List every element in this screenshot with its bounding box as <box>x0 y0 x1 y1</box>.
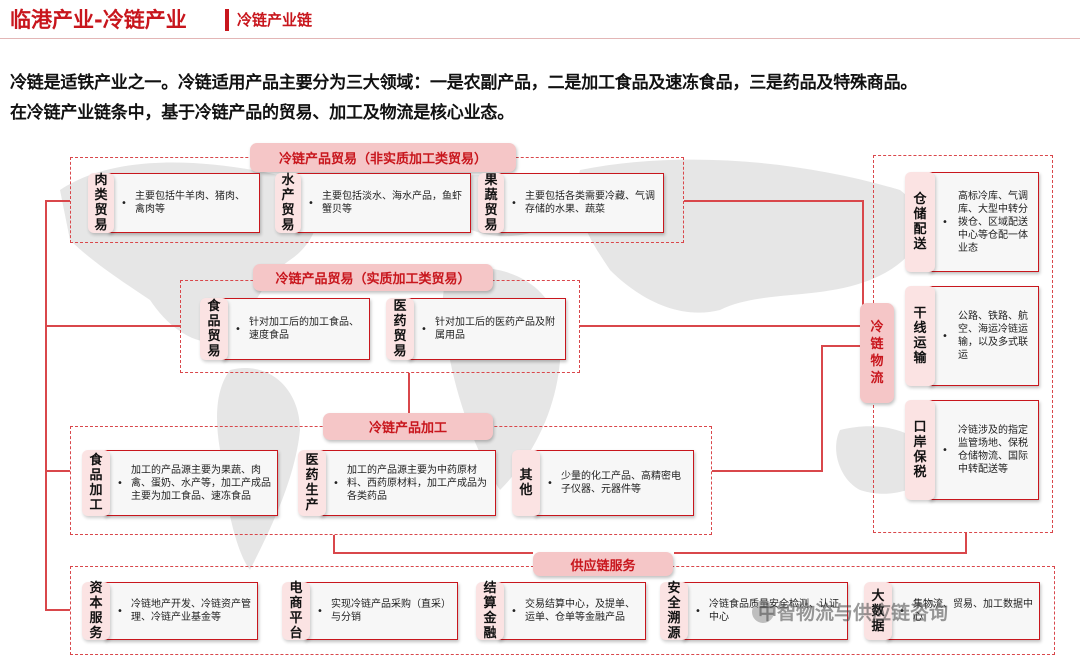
item-label: 安全溯源 <box>660 581 688 641</box>
title-divider <box>225 9 229 31</box>
section-title-processing: 冷链产品加工 <box>323 413 493 440</box>
connector-line <box>712 470 822 472</box>
header-rule <box>0 38 1080 39</box>
connector-line <box>333 535 335 553</box>
connector-line <box>45 470 70 472</box>
connector-line <box>862 200 864 305</box>
item-label: 果蔬贸易 <box>478 173 504 233</box>
item-medicine-production: 医药生产 •加工的产品源主要为中药原材料、西药原材料，加工产成品为各类药品 <box>298 450 496 516</box>
item-label: 电商平台 <box>282 581 310 641</box>
item-label: 资本服务 <box>82 581 110 641</box>
item-big-data: 大数据 •集物流、贸易、加工数据中心 <box>864 582 1040 640</box>
connector-line <box>45 325 180 327</box>
item-trunk-transport: 干线运输 •公路、铁路、航空、海运冷链运输，以及多式联运 <box>905 286 1039 386</box>
connector-line <box>674 552 966 554</box>
connector-line <box>684 200 864 202</box>
item-food-trade: 食品贸易 •针对加工后的加工食品、速度食品 <box>200 298 370 360</box>
item-safety-traceability: 安全溯源 •冷链食品质量安全检测、认证中心 <box>660 581 848 641</box>
page-title: 临港产业-冷链产业 <box>10 8 187 32</box>
connector-line <box>821 345 823 472</box>
section-title-trade-substantive: 冷链产品贸易（实质加工类贸易） <box>253 264 493 291</box>
wechat-icon <box>752 601 774 623</box>
item-description: •主要包括牛羊肉、猪肉、禽肉等 <box>108 173 260 233</box>
item-label: 结算金融 <box>476 581 504 641</box>
item-food-processing: 食品加工 •加工的产品源主要为果蔬、肉禽、蛋奶、水产等，加工产成品主要为加工食品… <box>82 450 278 516</box>
item-label: 口岸保税 <box>905 400 935 500</box>
item-label: 大数据 <box>864 582 892 640</box>
item-aquatic-trade: 水产贸易 •主要包括淡水、海水产品，鱼虾蟹贝等 <box>275 173 471 233</box>
item-label: 干线运输 <box>905 286 935 386</box>
connector-line <box>580 325 860 327</box>
intro-line-2: 在冷链产业链条中，基于冷链产品的贸易、加工及物流是核心业态。 <box>10 103 514 123</box>
item-label: 医药贸易 <box>386 298 414 360</box>
item-description: •高标冷库、气调库、大型中转分拨仓、区域配送中心等仓配一体业态 <box>929 172 1039 272</box>
item-description: •集物流、贸易、加工数据中心 <box>886 582 1040 640</box>
intro-line-1: 冷链是适铁产业之一。冷链适用产品主要分为三大领域：一是农副产品，二是加工食品及速… <box>10 73 918 93</box>
item-label: 食品加工 <box>82 450 110 516</box>
item-fruit-veg-trade: 果蔬贸易 •主要包括各类需要冷藏、气调存储的水果、蔬菜 <box>478 173 664 233</box>
item-label: 仓储配送 <box>905 172 935 272</box>
item-description: •加工的产品源主要为果蔬、肉禽、蛋奶、水产等，加工产成品主要为加工食品、速冻食品 <box>104 450 278 516</box>
section-title-trade-nonsubstantive: 冷链产品贸易（非实质加工类贸易） <box>250 143 516 172</box>
item-description: •冷链涉及的指定监管场地、保税仓储物流、国际中转配送等 <box>929 400 1039 500</box>
item-ecommerce-platform: 电商平台 •实现冷链产品采购（直采）与分销 <box>282 581 458 641</box>
item-capital-service: 资本服务 •冷链地产开发、冷链资产管理、冷链产业基金等 <box>82 581 258 641</box>
item-description: •针对加工后的加工食品、速度食品 <box>222 298 370 360</box>
watermark: 中智物流与供应链咨询 <box>758 602 949 624</box>
section-title-logistics: 冷链物流 <box>860 303 894 403</box>
item-description: •冷链食品质量安全检测、认证中心 <box>682 582 848 640</box>
connector-line <box>333 552 533 554</box>
item-description: •主要包括淡水、海水产品，鱼虾蟹贝等 <box>295 173 471 233</box>
item-label: 水产贸易 <box>275 173 301 233</box>
item-description: •加工的产品源主要为中药原材料、西药原材料，加工产成品为各类药品 <box>320 450 496 516</box>
connector-line <box>45 200 70 202</box>
section-title-supply-chain: 供应链服务 <box>533 552 673 576</box>
item-description: •主要包括各类需要冷藏、气调存储的水果、蔬菜 <box>498 173 664 233</box>
connector-line <box>965 533 967 554</box>
connector-line <box>821 345 861 347</box>
item-label: 其他 <box>512 450 540 516</box>
left-spine-line <box>45 200 47 610</box>
item-description: •针对加工后的医药产品及附属用品 <box>408 298 566 360</box>
page-subtitle: 冷链产业链 <box>237 11 313 29</box>
item-settlement-finance: 结算金融 •交易结算中心，及提单、运单、仓单等金融产品 <box>476 581 646 641</box>
item-other-processing: 其他 •少量的化工产品、高精密电子仪器、元器件等 <box>512 450 694 516</box>
item-warehouse-distribution: 仓储配送 •高标冷库、气调库、大型中转分拨仓、区域配送中心等仓配一体业态 <box>905 172 1039 272</box>
item-description: •交易结算中心，及提单、运单、仓单等金融产品 <box>498 582 646 640</box>
item-label: 食品贸易 <box>200 298 228 360</box>
item-label: 肉类贸易 <box>88 173 114 233</box>
item-description: •实现冷链产品采购（直采）与分销 <box>304 582 458 640</box>
item-label: 医药生产 <box>298 450 326 516</box>
connector-line <box>45 609 70 611</box>
item-medicine-trade: 医药贸易 •针对加工后的医药产品及附属用品 <box>386 298 566 360</box>
item-description: •少量的化工产品、高精密电子仪器、元器件等 <box>534 450 694 516</box>
item-meat-trade: 肉类贸易 •主要包括牛羊肉、猪肉、禽肉等 <box>88 173 260 233</box>
connector-line <box>408 373 410 413</box>
item-port-bonded: 口岸保税 •冷链涉及的指定监管场地、保税仓储物流、国际中转配送等 <box>905 400 1039 500</box>
item-description: •公路、铁路、航空、海运冷链运输，以及多式联运 <box>929 286 1039 386</box>
item-description: •冷链地产开发、冷链资产管理、冷链产业基金等 <box>104 582 258 640</box>
